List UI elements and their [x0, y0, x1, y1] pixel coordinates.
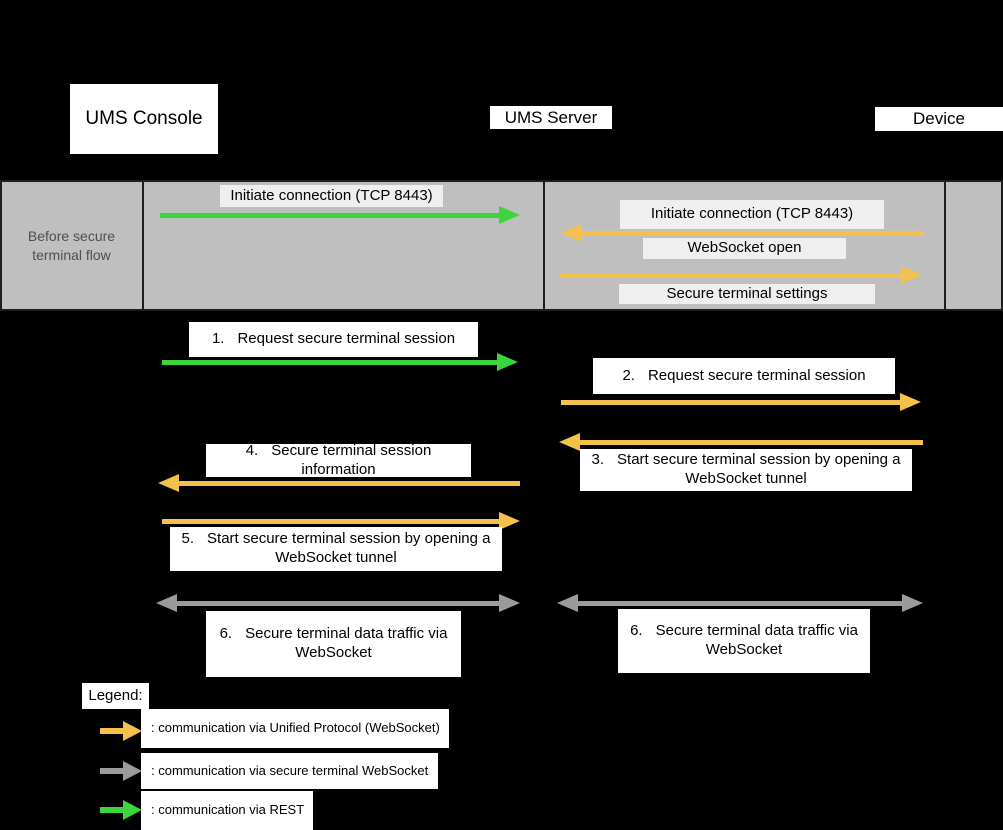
- band-divider-2: [543, 180, 545, 311]
- legend-green-arrow-icon: [100, 800, 142, 820]
- legend-item-unified-protocol: : communication via Unified Protocol (We…: [141, 709, 449, 748]
- band-msg-websocket-open: WebSocket open: [643, 238, 846, 259]
- unified-arrow-step-2: [561, 393, 921, 411]
- step-4-text: Secure terminal session information: [271, 441, 432, 478]
- legend-title: Legend:: [82, 683, 149, 709]
- step-6-right-label: 6. Secure terminal data traffic via WebSo…: [618, 609, 870, 673]
- legend-orange-arrow-icon: [100, 721, 142, 741]
- actor-ums-console: UMS Console: [70, 84, 218, 154]
- band-divider-3: [944, 180, 946, 311]
- unified-arrow-band-left: [561, 224, 924, 242]
- band-divider-1: [142, 180, 144, 311]
- step-1-number: 1.: [211, 330, 225, 348]
- step-6-right-text: Secure terminal data traffic via WebSock…: [655, 622, 858, 658]
- unified-arrow-step-4: [158, 474, 520, 492]
- legend-gray-arrow-icon: [100, 761, 142, 781]
- unified-arrow-step-5: [162, 512, 520, 530]
- band-msg-secure-terminal-settings: Secure terminal settings: [619, 284, 875, 304]
- unified-arrow-step-3: [559, 433, 923, 451]
- pre-phase-label: Before secure terminal flow: [27, 227, 116, 263]
- unified-arrow-band-right: [560, 266, 922, 284]
- step-2-label: 2. Request secure terminal session: [593, 358, 895, 394]
- step-2-number: 2.: [622, 366, 635, 384]
- actor-device: Device: [875, 107, 1003, 131]
- step-4-label: 4. Secure terminal session information: [206, 441, 471, 478]
- step-6-left-text: Secure terminal data traffic via WebSock…: [245, 625, 448, 661]
- step-3-text: Start secure terminal session by opening…: [617, 451, 901, 487]
- step-4-number: 4.: [245, 441, 259, 459]
- step-6-left-number: 6.: [219, 625, 233, 643]
- step-5-number: 5.: [181, 530, 195, 548]
- band-msg-initiate-connection-device: Initiate connection (TCP 8443): [620, 200, 884, 229]
- rest-arrow-step-1: [162, 353, 518, 371]
- step-1-label: 1. Request secure terminal session: [189, 322, 478, 357]
- step-6-left-label: 6. Secure terminal data traffic via WebSo…: [206, 611, 461, 677]
- actor-ums-console-label: UMS Console: [85, 108, 203, 129]
- step-3-label: 3. Start secure terminal session by openi…: [580, 449, 912, 491]
- step-6-right-number: 6.: [630, 622, 643, 640]
- step-2-text: Request secure terminal session: [647, 366, 866, 384]
- secure-terminal-arrow-step-6-left: [156, 594, 520, 612]
- step-5-label: 5. Start secure terminal session by openi…: [170, 527, 502, 571]
- legend-item-secure-terminal: : communication via secure terminal WebS…: [141, 753, 438, 789]
- step-5-text: Start secure terminal session by opening…: [207, 530, 491, 566]
- rest-arrow-band: [160, 206, 520, 224]
- legend-item-rest: : communication via REST: [141, 791, 313, 830]
- actor-ums-server-label: UMS Server: [504, 107, 598, 127]
- actor-ums-server: UMS Server: [490, 106, 612, 129]
- band-msg-initiate-connection-console: Initiate connection (TCP 8443): [220, 185, 443, 207]
- step-3-number: 3.: [591, 451, 605, 469]
- actor-device-label: Device: [913, 109, 965, 128]
- step-1-text: Request secure terminal session: [237, 330, 456, 348]
- secure-terminal-arrow-step-6-right: [557, 594, 923, 612]
